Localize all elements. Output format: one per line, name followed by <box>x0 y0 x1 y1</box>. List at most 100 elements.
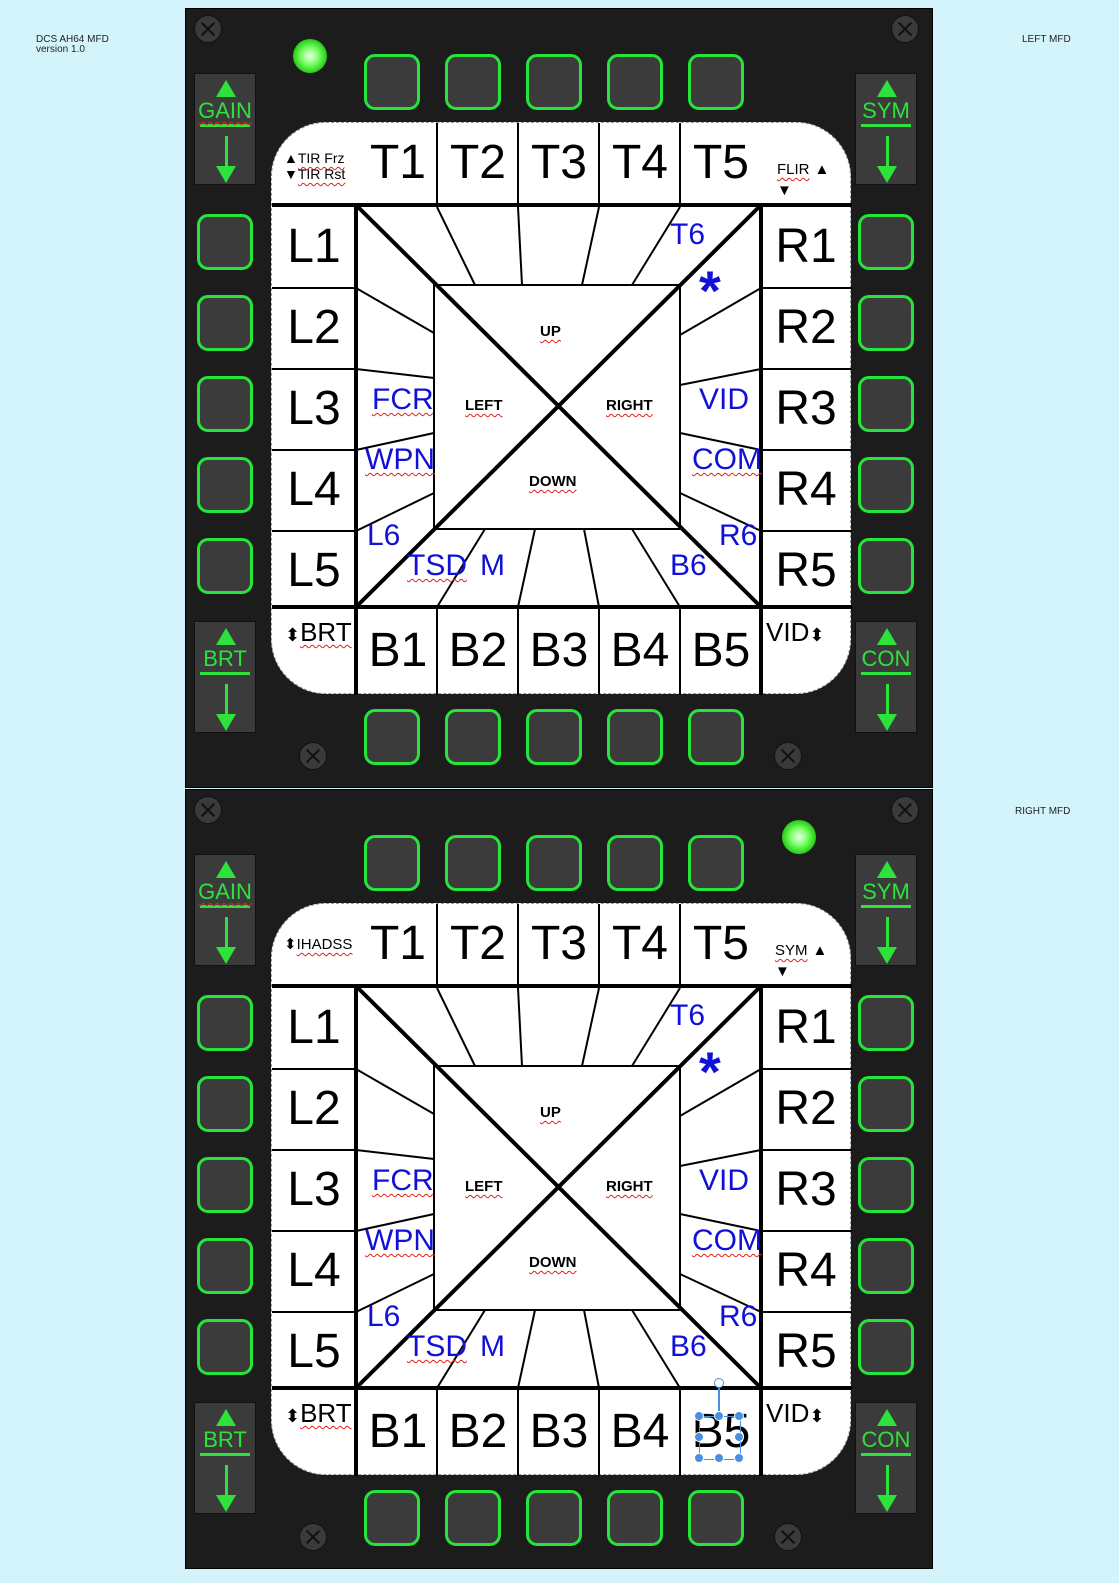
bezel-button-t1[interactable] <box>364 54 420 110</box>
label-b5: B5 <box>691 624 751 677</box>
screw-icon <box>194 796 222 824</box>
bezel-button-r1[interactable] <box>858 995 914 1051</box>
arrow-down-icon <box>216 166 236 183</box>
arrow-updown-icon: ⬍ <box>285 1406 301 1426</box>
bezel-button-t2[interactable] <box>445 54 501 110</box>
bezel-button-r1[interactable] <box>858 214 914 270</box>
bezel-button-l3[interactable] <box>197 376 253 432</box>
resize-handle-icon[interactable] <box>714 1411 724 1421</box>
bezel-button-l5[interactable] <box>197 538 253 594</box>
bezel-button-t4[interactable] <box>607 54 663 110</box>
label-l1: L1 <box>287 1001 341 1054</box>
dir-left: LEFT <box>465 397 503 414</box>
arrow-shaft <box>886 136 889 170</box>
resize-handle-icon[interactable] <box>694 1411 704 1421</box>
label-r2: R2 <box>775 1082 837 1135</box>
bezel-button-r4[interactable] <box>858 457 914 513</box>
screw-icon <box>299 1523 327 1551</box>
bezel-button-b1[interactable] <box>364 709 420 765</box>
brt-rocker[interactable]: BRT <box>194 1402 256 1514</box>
bezel-button-l5[interactable] <box>197 1319 253 1375</box>
rotate-handle-icon[interactable] <box>714 1378 724 1388</box>
bezel-button-b4[interactable] <box>607 1490 663 1546</box>
con-rocker[interactable]: CON <box>855 1402 917 1514</box>
mfd-display: T1 T2 T3 T4 T5 B1 B2 B3 B4 B5 L1 L2 L3 L… <box>271 122 852 695</box>
bezel-button-t3[interactable] <box>526 54 582 110</box>
bezel-button-b1[interactable] <box>364 1490 420 1546</box>
sym-rocker[interactable]: SYM <box>855 73 917 185</box>
corner-bottom-left: ⬍BRT <box>285 1398 352 1429</box>
bezel-button-r5[interactable] <box>858 538 914 594</box>
blue-t6: T6 <box>670 999 706 1032</box>
resize-handle-icon[interactable] <box>694 1453 704 1463</box>
blue-wpn: WPN <box>365 443 435 476</box>
arrow-up-icon <box>877 1409 897 1426</box>
bezel-button-t5[interactable] <box>688 835 744 891</box>
arrow-shaft <box>225 1465 228 1499</box>
bezel-button-l1[interactable] <box>197 995 253 1051</box>
dir-up: UP <box>540 1104 561 1121</box>
brt-corner-text: BRT <box>300 617 352 647</box>
blue-vid: VID <box>699 383 750 416</box>
label-b3: B3 <box>529 624 589 677</box>
label-t3: T3 <box>530 136 587 189</box>
blue-l6: L6 <box>367 1300 401 1333</box>
bezel-button-r5[interactable] <box>858 1319 914 1375</box>
con-label: CON <box>856 646 916 675</box>
resize-handle-icon[interactable] <box>734 1432 744 1442</box>
corner-top-left: ▲TIR Frz ▼TIR Rst <box>284 150 345 182</box>
dir-down: DOWN <box>529 473 577 490</box>
bezel-button-l1[interactable] <box>197 214 253 270</box>
bezel-button-r2[interactable] <box>858 1076 914 1132</box>
bezel-button-b3[interactable] <box>526 709 582 765</box>
bezel-button-b5[interactable] <box>688 1490 744 1546</box>
arrow-down-icon <box>877 166 897 183</box>
flir-text: FLIR <box>777 161 810 178</box>
sym-rocker[interactable]: SYM <box>855 854 917 966</box>
label-l5: L5 <box>287 544 341 597</box>
blue-t6: T6 <box>670 218 706 251</box>
bezel-button-b2[interactable] <box>445 1490 501 1546</box>
label-t4: T4 <box>611 136 668 189</box>
resize-handle-icon[interactable] <box>714 1453 724 1463</box>
gain-rocker[interactable]: GAIN <box>194 854 256 966</box>
sym-label: SYM <box>856 879 916 908</box>
bezel-button-t4[interactable] <box>607 835 663 891</box>
resize-handle-icon[interactable] <box>694 1432 704 1442</box>
label-l1: L1 <box>287 220 341 273</box>
con-rocker[interactable]: CON <box>855 621 917 733</box>
arrow-updown-icon: ⬍ <box>284 936 297 953</box>
bezel-button-r2[interactable] <box>858 295 914 351</box>
bezel-button-t5[interactable] <box>688 54 744 110</box>
brt-corner-text: BRT <box>300 1398 352 1428</box>
arrow-down-icon <box>216 714 236 731</box>
bezel-button-l4[interactable] <box>197 457 253 513</box>
bezel-button-r3[interactable] <box>858 376 914 432</box>
bezel-button-b4[interactable] <box>607 709 663 765</box>
arrow-down-icon <box>877 947 897 964</box>
bezel-button-t3[interactable] <box>526 835 582 891</box>
bezel-button-b3[interactable] <box>526 1490 582 1546</box>
brt-rocker[interactable]: BRT <box>194 621 256 733</box>
tir-rst-text: TIR Rst <box>297 166 346 182</box>
bezel-button-b2[interactable] <box>445 709 501 765</box>
gain-rocker[interactable]: GAIN <box>194 73 256 185</box>
bezel-button-t2[interactable] <box>445 835 501 891</box>
bezel-button-l3[interactable] <box>197 1157 253 1213</box>
bezel-button-l4[interactable] <box>197 1238 253 1294</box>
label-t1: T1 <box>369 136 426 189</box>
resize-handle-icon[interactable] <box>734 1411 744 1421</box>
bezel-button-r4[interactable] <box>858 1238 914 1294</box>
arrow-down-icon <box>216 1495 236 1512</box>
resize-handle-icon[interactable] <box>734 1453 744 1463</box>
bezel-button-b5[interactable] <box>688 709 744 765</box>
bezel-button-t1[interactable] <box>364 835 420 891</box>
dir-right: RIGHT <box>606 1178 653 1195</box>
mfd-display: T1 T2 T3 T4 T5 B1 B2 B3 B4 B5 L1 L2 L3 L… <box>271 903 852 1476</box>
gain-label: GAIN <box>195 98 255 127</box>
bezel-button-l2[interactable] <box>197 1076 253 1132</box>
bezel-button-l2[interactable] <box>197 295 253 351</box>
bezel-button-r3[interactable] <box>858 1157 914 1213</box>
screw-icon <box>774 1523 802 1551</box>
label-r1: R1 <box>775 220 837 273</box>
